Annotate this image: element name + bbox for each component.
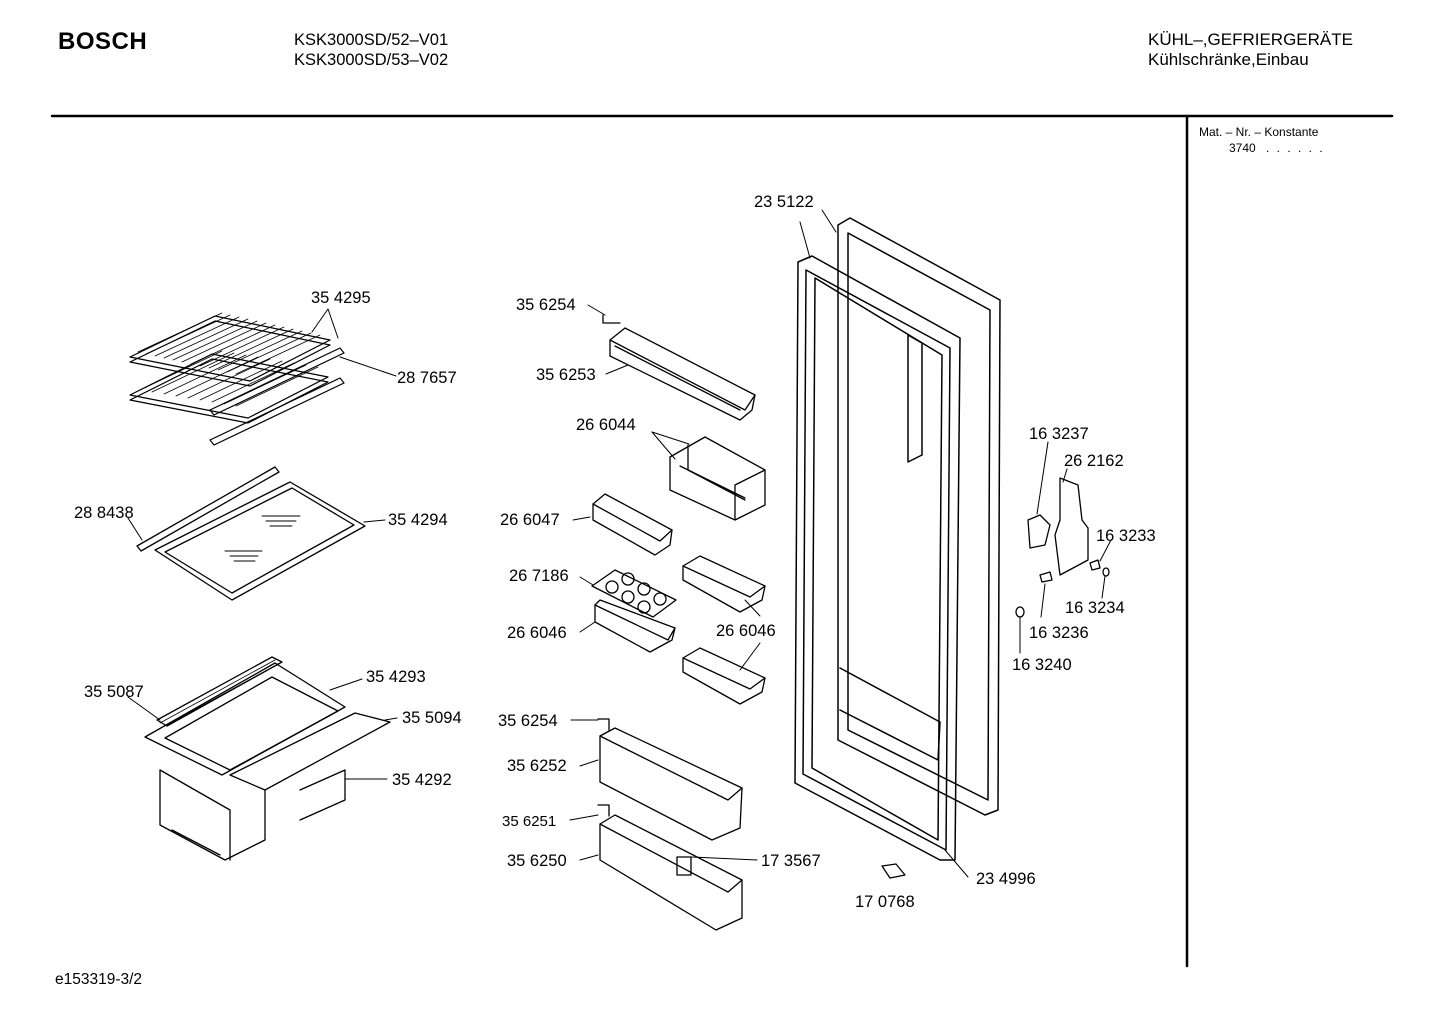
glass-shelf-illustration (136, 466, 366, 601)
part-354295: 35 4295 (311, 289, 371, 307)
part-356252: 35 6252 (507, 757, 567, 775)
part-234996: 23 4996 (976, 870, 1036, 888)
door-illustration (794, 217, 1001, 861)
part-356254-b: 35 6254 (498, 712, 558, 730)
part-355087: 35 5087 (84, 683, 144, 701)
part-163234: 16 3234 (1065, 599, 1125, 617)
part-163233: 16 3233 (1096, 527, 1156, 545)
part-266047: 26 6047 (500, 511, 560, 529)
leader-lines (127, 209, 1112, 878)
part-354293: 35 4293 (366, 668, 426, 686)
crisper-drawer-illustration (144, 656, 391, 861)
subcategory-title: Kühlschränke,Einbau (1148, 50, 1309, 69)
part-354294: 35 4294 (388, 511, 448, 529)
mat-nr-label: Mat. – Nr. – Konstante (1199, 125, 1319, 139)
part-356250: 35 6250 (507, 852, 567, 870)
mat-nr-dots: . . . . . . (1266, 141, 1325, 155)
hinge-parts-illustration (881, 477, 1110, 879)
part-163240: 16 3240 (1012, 656, 1072, 674)
part-173567: 17 3567 (761, 852, 821, 870)
part-235122: 23 5122 (754, 193, 814, 211)
mat-nr-value: 3740 (1229, 141, 1256, 155)
part-163236: 16 3236 (1029, 624, 1089, 642)
model-number-2: KSK3000SD/53–V02 (294, 51, 449, 69)
part-287657: 28 7657 (397, 369, 457, 387)
part-354292: 35 4292 (392, 771, 452, 789)
part-356251: 35 6251 (502, 813, 556, 830)
part-163237: 16 3237 (1029, 425, 1089, 443)
model-number-1: KSK3000SD/52–V01 (294, 31, 449, 49)
part-356254-a: 35 6254 (516, 296, 576, 314)
drawing-code: e153319-3/2 (55, 971, 143, 988)
brand-logo: BOSCH (58, 28, 148, 55)
wire-shelf-illustration (129, 312, 345, 446)
part-355094: 35 5094 (402, 709, 462, 727)
part-170768: 17 0768 (855, 893, 915, 911)
part-266046-b: 26 6046 (716, 622, 776, 640)
part-288438: 28 8438 (74, 504, 134, 522)
part-266044: 26 6044 (576, 416, 636, 434)
category-title: KÜHL–,GEFRIERGERÄTE (1148, 30, 1353, 49)
door-bins-illustration (591, 314, 766, 931)
part-356253: 35 6253 (536, 366, 596, 384)
part-266046-a: 26 6046 (507, 624, 567, 642)
part-262162: 26 2162 (1064, 452, 1124, 470)
part-267186: 26 7186 (509, 567, 569, 585)
